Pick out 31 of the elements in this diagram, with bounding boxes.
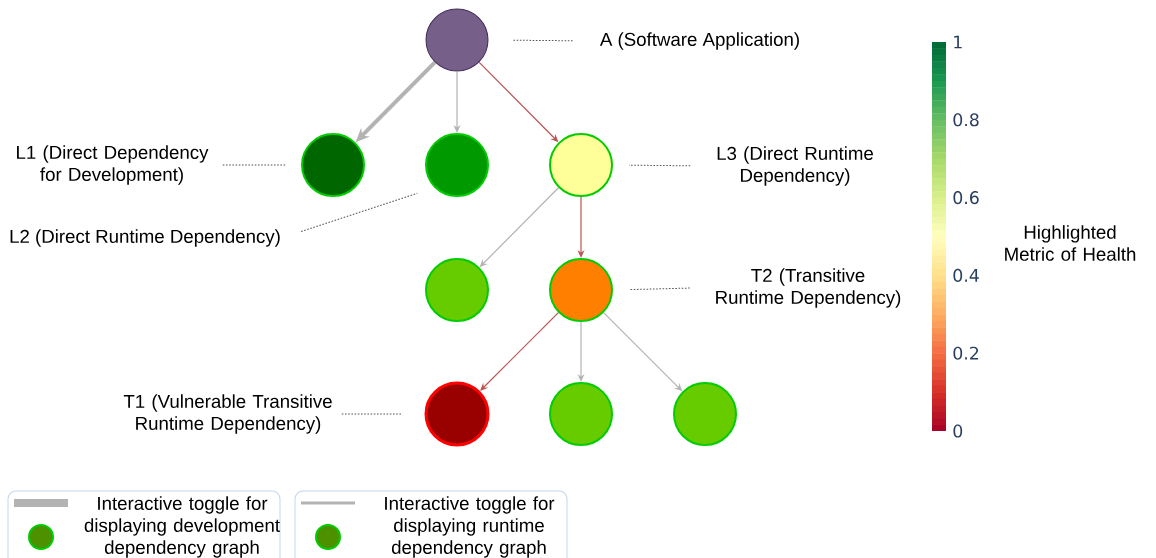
tick-label: 1: [954, 35, 962, 49]
label-text: L3 (Direct Runtime Dependency): [717, 146, 873, 186]
tick-label: 0.2: [953, 346, 979, 360]
leader-line: [628, 164, 691, 167]
leader-line: [341, 413, 402, 415]
label-text: A (Software Application): [599, 32, 799, 50]
dependency-circle: [549, 258, 613, 322]
colorbar-title: Highlighted Metric of Health: [1005, 225, 1136, 261]
dependency-circle: [549, 382, 613, 446]
label-text: L1 (Direct Dependency for Development): [17, 145, 209, 185]
tick-label: 0.6: [953, 191, 979, 205]
dependency-circle: [425, 258, 489, 322]
dependency-circle: [673, 382, 737, 446]
legend-box: Interactive toggle for displaying development dependency graph: [7, 490, 281, 558]
label-text: L2 (Direct Runtime Dependency): [10, 229, 280, 247]
label-text: T1 (Vulnerable Transitive Runtime Dependency): [123, 394, 332, 434]
tick-label: 0.4: [953, 268, 979, 282]
leader-line: [300, 192, 418, 232]
leader-line: [512, 39, 574, 42]
legend-box: Interactive toggle for displaying runtime dependency graph: [294, 490, 568, 558]
dependency-circle: [549, 133, 613, 197]
dependency-circle: [425, 133, 489, 197]
dependency-circle: [424, 381, 490, 447]
tick-label: 0.8: [953, 113, 979, 127]
leader-line: [628, 287, 691, 291]
application-circle: [425, 8, 489, 72]
dependency-circle: [301, 133, 365, 197]
tick-label: 0: [953, 424, 963, 438]
leader-line: [222, 164, 287, 166]
label-text: T2 (Transitive Runtime Dependency): [716, 268, 901, 308]
arrow: [480, 312, 559, 391]
